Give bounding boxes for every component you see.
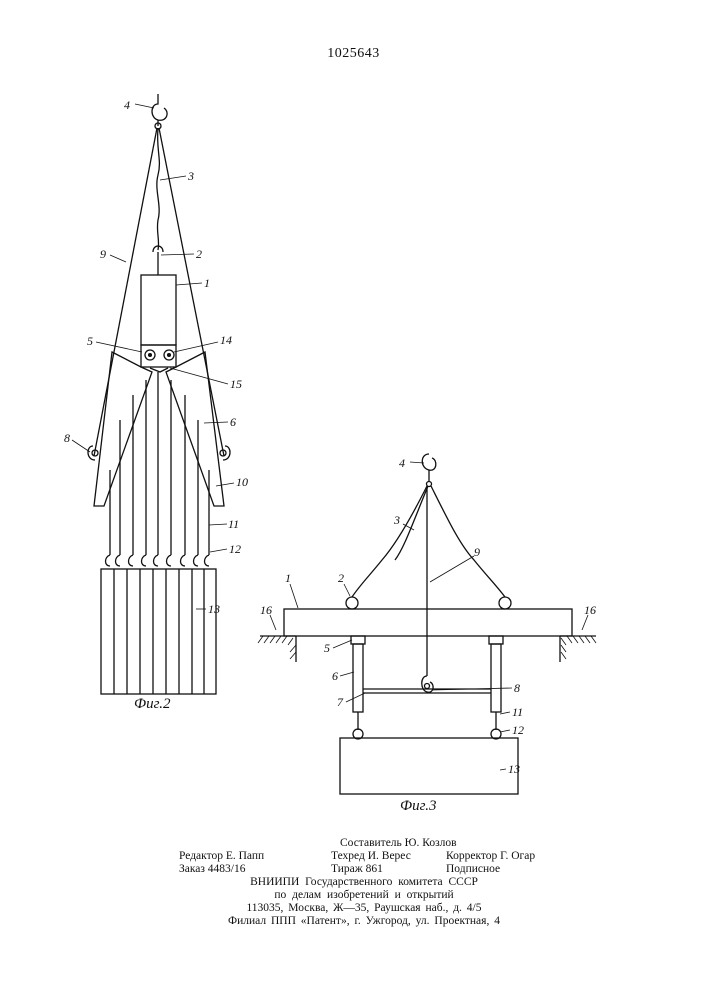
fig3-post-left <box>353 644 363 712</box>
fig3-label-2: 2 <box>338 571 344 585</box>
fig3-label-11: 11 <box>512 705 523 719</box>
fig2-label-14: 14 <box>220 333 232 347</box>
fig2-labels: 4 3 2 9 1 5 14 15 6 8 10 11 12 13 Фиг.2 <box>64 98 248 712</box>
fig3-beam-1 <box>284 609 572 636</box>
imprint-order: Заказ 4483/16 <box>179 862 246 876</box>
fig2-rods <box>110 372 209 555</box>
fig3-label-6: 6 <box>332 669 338 683</box>
imprint-org-line1: ВНИИПИ Государственного комитета СССР <box>179 875 549 889</box>
fig3-labels: 4 3 9 2 1 16 16 5 6 8 7 11 12 13 Фиг.3 <box>260 456 596 814</box>
fig2-load-13 <box>101 569 216 694</box>
fig3-caption: Фиг.3 <box>400 798 436 814</box>
fig3-label-16-right: 16 <box>584 603 596 617</box>
fig3-label-1: 1 <box>285 571 291 585</box>
fig2-label-12: 12 <box>229 542 241 556</box>
fig3-label-8: 8 <box>514 681 520 695</box>
fig2-label-1: 1 <box>204 276 210 290</box>
fig2-lug-2 <box>153 246 163 275</box>
imprint-editor: Редактор Е. Папп <box>179 849 264 863</box>
fig2-rope-3 <box>157 128 160 250</box>
fig2-caption: Фиг.2 <box>134 696 171 712</box>
fig2-label-10: 10 <box>236 475 248 489</box>
imprint-compiler: Составитель Ю. Козлов <box>340 836 457 850</box>
fig2-label-13: 13 <box>208 602 220 616</box>
fig2-hook <box>152 94 167 126</box>
fig3-post-right <box>491 644 501 712</box>
fig2-block-1 <box>141 275 176 345</box>
fig3-label-9: 9 <box>474 545 480 559</box>
fig3-label-5: 5 <box>324 641 330 655</box>
fig2-hooks-12 <box>106 555 210 566</box>
imprint-subscription: Подписное <box>446 862 500 876</box>
fig3-hook <box>422 454 436 482</box>
figure-3-drawing <box>258 454 596 794</box>
fig3-label-3: 3 <box>393 513 400 527</box>
fig2-label-8: 8 <box>64 431 70 445</box>
fig2-jaw-left <box>94 352 152 506</box>
imprint-branch: Филиал ППП «Патент», г. Ужгород, ул. Про… <box>179 914 549 928</box>
imprint-address: 113035, Москва, Ж—35, Раушская наб., д. … <box>179 901 549 915</box>
fig3-label-12: 12 <box>512 723 524 737</box>
imprint-techred: Техред И. Верес <box>331 849 411 863</box>
fig2-label-6: 6 <box>230 415 236 429</box>
fig2-label-9: 9 <box>100 247 106 261</box>
fig3-rope-3 <box>352 486 427 597</box>
fig3-label-4: 4 <box>399 456 405 470</box>
fig3-load-13 <box>340 738 518 794</box>
fig2-sling-left <box>94 128 157 456</box>
fig2-label-3: 3 <box>187 169 194 183</box>
fig2-label-5: 5 <box>87 334 93 348</box>
fig3-label-13: 13 <box>508 762 520 776</box>
fig2-label-11: 11 <box>228 517 239 531</box>
fig3-label-16-left: 16 <box>260 603 272 617</box>
fig2-label-15: 15 <box>230 377 242 391</box>
imprint-corrector: Корректор Г. Огар <box>446 849 535 863</box>
imprint-org-line2: по делам изобретений и открытий <box>179 888 549 902</box>
fig2-label-4: 4 <box>124 98 130 112</box>
fig2-label-2: 2 <box>196 247 202 261</box>
imprint-circulation: Тираж 861 <box>331 862 383 876</box>
fig3-label-7: 7 <box>337 695 344 709</box>
